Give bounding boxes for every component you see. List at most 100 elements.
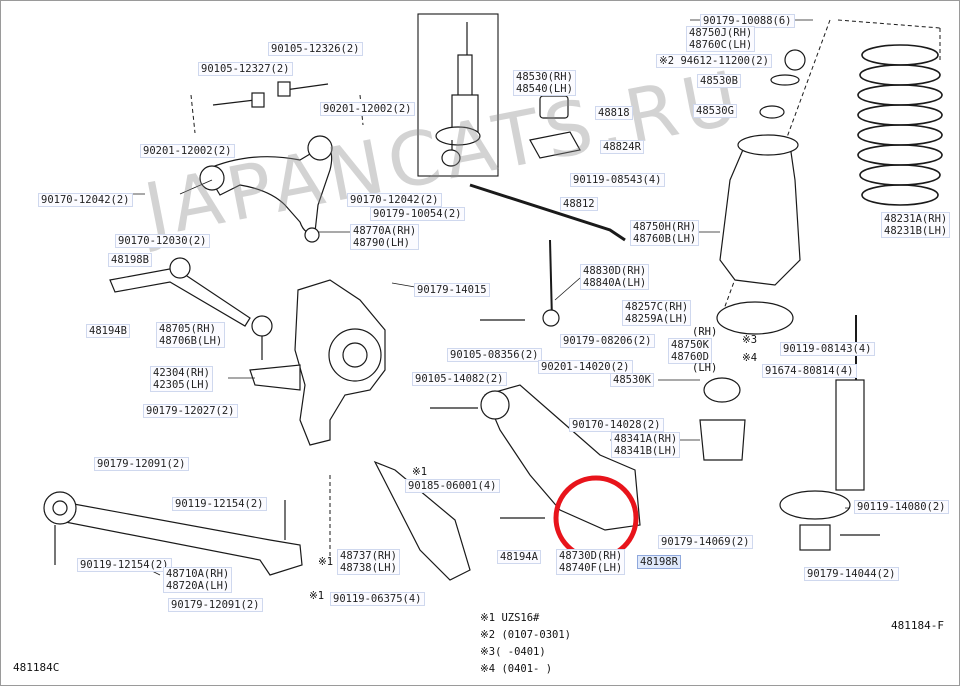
label-48198B[interactable]: 48198B xyxy=(108,253,152,267)
label-48530G[interactable]: 48530G xyxy=(693,104,737,118)
label-90201-12002-a[interactable]: 90201-12002(2) xyxy=(140,144,235,158)
label-48740F-lh: 48740F(LH) xyxy=(559,562,623,574)
label-90201-12002-b[interactable]: 90201-12002(2) xyxy=(320,102,415,116)
label-90179-12091-b[interactable]: 90179-12091(2) xyxy=(168,598,263,612)
label-42304-rh: 42304(RH) xyxy=(153,367,210,379)
label-90170-12030[interactable]: 90170-12030(2) xyxy=(115,234,210,248)
label-48738-lh: 48738(LH) xyxy=(340,562,397,574)
note-4: ※4 (0401- ) xyxy=(480,663,553,675)
label-90201-14020[interactable]: 90201-14020(2) xyxy=(538,360,633,374)
label-90170-14028[interactable]: 90170-14028(2) xyxy=(569,418,664,432)
label-94612[interactable]: ※2 94612-11200(2) xyxy=(656,54,772,68)
label-48750K-lh: (LH) xyxy=(692,362,718,374)
label-90105-12326[interactable]: 90105-12326(2) xyxy=(268,42,363,56)
label-48770A-rh: 48770A(RH) xyxy=(353,225,417,237)
label-48259A-lh: 48259A(LH) xyxy=(625,313,689,325)
label-48540-lh: 48540(LH) xyxy=(516,83,573,95)
label-48231B-lh: 48231B(LH) xyxy=(884,225,948,237)
label-90179-10054[interactable]: 90179-10054(2) xyxy=(370,207,465,221)
note-1: ※1 UZS16# xyxy=(480,612,540,624)
mark-1a: ※1 xyxy=(412,466,428,478)
label-48737[interactable]: 48737(RH)48738(LH) xyxy=(337,549,400,575)
label-90119-12154-b[interactable]: 90119-12154(2) xyxy=(77,558,172,572)
label-90170-12042-b[interactable]: 90170-12042(2) xyxy=(347,193,442,207)
label-48812[interactable]: 48812 xyxy=(560,197,598,211)
diagram-id-right: 481184-F xyxy=(891,619,944,632)
label-48737-rh: 48737(RH) xyxy=(340,550,397,562)
note-2: ※2 (0107-0301) xyxy=(480,629,571,641)
mark-1b: ※1 xyxy=(318,556,334,568)
label-48750J-rh: 48750J(RH) xyxy=(689,27,753,39)
label-48750K-rh: (RH) xyxy=(692,326,718,338)
label-48760C-lh: 48760C(LH) xyxy=(689,39,753,51)
label-48750H[interactable]: 48750H(RH)48760B(LH) xyxy=(630,220,700,246)
label-48760D-code: 48760D xyxy=(671,351,709,363)
label-90179-12091-a[interactable]: 90179-12091(2) xyxy=(94,457,189,471)
label-48730[interactable]: 48730D(RH)48740F(LH) xyxy=(556,549,626,575)
label-48530-rh: 48530(RH) xyxy=(516,71,573,83)
label-90119-08543[interactable]: 90119-08543(4) xyxy=(570,173,665,187)
label-48720A-lh: 48720A(LH) xyxy=(166,580,230,592)
label-42305-lh: 42305(LH) xyxy=(153,379,210,391)
label-90119-14080[interactable]: 90119-14080(2) xyxy=(854,500,949,514)
label-90179-12027[interactable]: 90179-12027(2) xyxy=(143,404,238,418)
mark-4: ※4 xyxy=(742,352,758,364)
label-91674-80814[interactable]: 91674-80814(4) xyxy=(762,364,857,378)
shock-absorber-inset xyxy=(417,13,499,177)
mark-3: ※3 xyxy=(742,334,758,346)
label-48194A[interactable]: 48194A xyxy=(497,550,541,564)
label-48710A[interactable]: 48710A(RH)48720A(LH) xyxy=(163,567,233,593)
label-42304[interactable]: 42304(RH)42305(LH) xyxy=(150,366,213,392)
label-48710A-rh: 48710A(RH) xyxy=(166,568,230,580)
label-48760B-lh: 48760B(LH) xyxy=(633,233,697,245)
label-48257C[interactable]: 48257C(RH)48259A(LH) xyxy=(622,300,692,326)
label-90119-06375[interactable]: 90119-06375(4) xyxy=(330,592,425,606)
label-90105-12327[interactable]: 90105-12327(2) xyxy=(198,62,293,76)
label-48231A-rh: 48231A(RH) xyxy=(884,213,948,225)
label-90185-06001[interactable]: 90185-06001(4) xyxy=(405,479,500,493)
mark-1c: ※1 xyxy=(309,590,325,602)
label-90105-08356[interactable]: 90105-08356(2) xyxy=(447,348,542,362)
label-48257C-rh: 48257C(RH) xyxy=(625,301,689,313)
label-90179-14015[interactable]: 90179-14015 xyxy=(414,283,490,297)
label-48530B[interactable]: 48530B xyxy=(697,74,741,88)
lower-link xyxy=(51,499,303,576)
label-48194B[interactable]: 48194B xyxy=(86,324,130,338)
label-90179-08206[interactable]: 90179-08206(2) xyxy=(560,334,655,348)
label-90179-14069[interactable]: 90179-14069(2) xyxy=(658,535,753,549)
stabilizer-bar xyxy=(469,183,626,242)
label-90179-10088[interactable]: 90179-10088(6) xyxy=(700,14,795,28)
label-48341A-rh: 48341A(RH) xyxy=(614,433,678,445)
label-48705-rh: 48705(RH) xyxy=(159,323,216,335)
label-48730-rh: 48730D(RH) xyxy=(559,550,623,562)
label-48231[interactable]: 48231A(RH)48231B(LH) xyxy=(881,212,951,238)
lower-guard-plate xyxy=(373,460,471,581)
label-48750H-rh: 48750H(RH) xyxy=(633,221,697,233)
label-90179-14044[interactable]: 90179-14044(2) xyxy=(804,567,899,581)
label-90105-14082[interactable]: 90105-14082(2) xyxy=(412,372,507,386)
label-48198R[interactable]: 48198R xyxy=(637,555,681,569)
label-90119-08143[interactable]: 90119-08143(4) xyxy=(780,342,875,356)
label-48706B-lh: 48706B(LH) xyxy=(159,335,223,347)
label-90170-12042-a[interactable]: 90170-12042(2) xyxy=(38,193,133,207)
label-48818[interactable]: 48818 xyxy=(595,106,633,120)
label-48790-lh: 48790(LH) xyxy=(353,237,410,249)
lower-control-arm xyxy=(484,384,641,531)
label-48830D-rh: 48830D(RH) xyxy=(583,265,647,277)
label-48840A-lh: 48840A(LH) xyxy=(583,277,647,289)
label-48530K[interactable]: 48530K xyxy=(610,373,654,387)
label-48341[interactable]: 48341A(RH)48341B(LH) xyxy=(611,432,681,458)
label-48341B-lh: 48341B(LH) xyxy=(614,445,678,457)
label-48824R[interactable]: 48824R xyxy=(600,140,644,154)
label-48770A[interactable]: 48770A(RH)48790(LH) xyxy=(350,224,420,250)
label-90119-12154-a[interactable]: 90119-12154(2) xyxy=(172,497,267,511)
label-48530[interactable]: 48530(RH)48540(LH) xyxy=(513,70,576,96)
label-48705[interactable]: 48705(RH)48706B(LH) xyxy=(156,322,226,348)
label-48750J[interactable]: 48750J(RH)48760C(LH) xyxy=(686,26,756,52)
label-48830D[interactable]: 48830D(RH)48840A(LH) xyxy=(580,264,650,290)
label-48750K-code: 48750K xyxy=(671,339,709,351)
diagram-id-left: 481184C xyxy=(13,661,60,674)
coil-spring xyxy=(857,44,943,206)
